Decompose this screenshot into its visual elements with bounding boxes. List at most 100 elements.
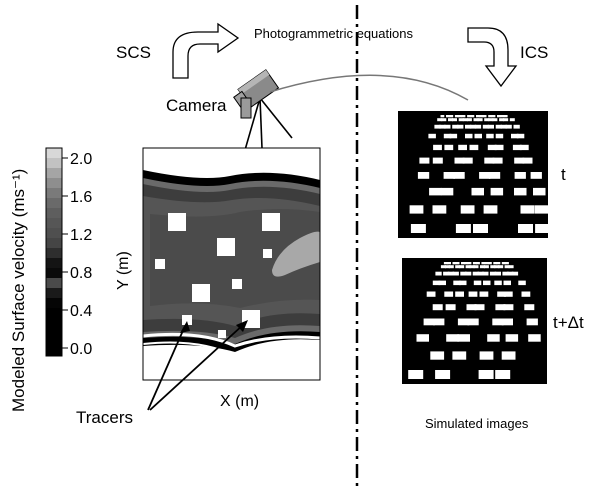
- simulated-tracer: [488, 118, 494, 122]
- simulated-tracer: [434, 124, 441, 129]
- simulated-tracer: [468, 291, 478, 297]
- simulated-tracer: [417, 172, 430, 179]
- simulated-tracer: [455, 291, 464, 297]
- simulated-tracer: [489, 271, 497, 276]
- simulated-tracer: [435, 370, 451, 379]
- simulated-tracer: [444, 265, 450, 269]
- simulated-tracer: [477, 271, 484, 276]
- simulated-tracer: [452, 118, 457, 122]
- simulated-tracer: [443, 172, 455, 179]
- simulated-tracer: [452, 262, 457, 265]
- simulated-tracer: [458, 115, 462, 118]
- simulated-tracer: [501, 318, 513, 326]
- simulated-tracer: [521, 291, 531, 297]
- simulated-tracer: [459, 280, 467, 286]
- simulated-tracer: [514, 157, 525, 164]
- colorbar: [45, 147, 68, 357]
- simulated-tracer: [494, 144, 504, 151]
- simulated-tracer: [453, 172, 465, 179]
- simulated-tracer: [518, 224, 533, 233]
- simulated-tracer: [477, 118, 483, 122]
- simulated-tracer: [473, 224, 488, 233]
- simulated-tracer: [479, 351, 494, 360]
- simulated-tracer: [518, 280, 526, 286]
- simulated-tracer: [408, 370, 424, 379]
- simulated-tracer: [503, 115, 508, 118]
- simulated-tracer: [484, 262, 489, 265]
- simulated-tracer: [443, 262, 448, 265]
- simulated-tracer: [495, 133, 504, 139]
- simulated-tracer: [416, 334, 429, 342]
- simulated-tracer: [524, 304, 535, 311]
- simulated-tracer: [455, 265, 461, 269]
- simulated-tracer: [428, 133, 436, 139]
- simulated-tracer: [501, 351, 516, 360]
- simulated-tracer: [488, 172, 501, 179]
- simulated-tracer: [496, 262, 501, 265]
- simulated-tracer: [455, 224, 471, 233]
- simulated-tracer: [465, 265, 471, 269]
- simulated-tracer: [469, 144, 479, 151]
- simulated-tracer: [501, 262, 506, 265]
- tracer-pointer-arrows: [147, 320, 248, 411]
- simulated-tracer: [469, 265, 475, 269]
- simulated-tracer: [499, 118, 505, 122]
- simulated-tracer: [432, 280, 441, 286]
- simulated-tracer: [443, 133, 452, 139]
- simulated-tracer: [458, 118, 464, 122]
- simulated-image-t: [398, 111, 551, 238]
- simulated-tracer: [483, 265, 489, 269]
- simulated-tracer: [493, 262, 498, 265]
- simulated-tracer: [494, 271, 501, 276]
- tracer-particle: [192, 284, 210, 302]
- simulated-tracer: [435, 271, 442, 276]
- simulated-tracer: [505, 124, 512, 129]
- simulated-tracer: [522, 157, 533, 164]
- simulated-tracer: [500, 115, 505, 118]
- simulated-tracer: [470, 115, 475, 118]
- simulated-tracer: [513, 124, 520, 129]
- simulated-tracer: [430, 351, 445, 360]
- simulated-tracer: [487, 124, 494, 129]
- simulated-tracer: [503, 280, 511, 286]
- time-t-label: t: [561, 165, 566, 184]
- simulated-tracer: [526, 318, 538, 326]
- simulated-tracer: [440, 265, 446, 269]
- simulated-tracer: [472, 262, 477, 265]
- simulated-image-t-dt: [402, 258, 547, 384]
- simulated-tracer: [502, 271, 509, 276]
- simulated-tracer: [448, 118, 453, 122]
- simulated-tracer: [460, 205, 475, 214]
- simulated-tracer: [466, 304, 477, 311]
- simulated-tracer: [444, 144, 454, 151]
- simulated-tracer: [449, 115, 454, 118]
- simulated-tracer: [461, 115, 466, 118]
- simulated-tracer: [429, 187, 442, 196]
- simulated-tracer: [438, 280, 446, 286]
- curved-arrow-icon: [467, 27, 518, 88]
- simulated-tracer: [453, 280, 461, 286]
- simulated-tracer: [455, 262, 460, 265]
- simulated-tracer: [492, 157, 503, 164]
- simulated-tracer: [448, 265, 454, 269]
- colorbar-tick-label: 1.2: [70, 227, 92, 244]
- simulated-tracer: [495, 124, 502, 129]
- simulated-tracer: [433, 144, 442, 151]
- simulated-tracer: [505, 334, 519, 342]
- simulated-tracer: [492, 318, 504, 326]
- simulated-tracer: [410, 224, 426, 233]
- simulated-tracer: [479, 115, 484, 118]
- simulated-tracer: [505, 262, 509, 265]
- scs-label: SCS: [116, 43, 151, 62]
- simulated-tracer: [497, 291, 506, 297]
- velocity-field-plot: [142, 147, 321, 381]
- simulated-tracer: [535, 224, 551, 233]
- simulated-tracer: [511, 271, 519, 276]
- simulated-tracer: [519, 144, 529, 151]
- simulated-tracer: [445, 304, 456, 311]
- simulated-tracer: [514, 187, 527, 196]
- simulated-tracer: [423, 318, 435, 326]
- simulated-tracer: [464, 262, 469, 265]
- simulated-tracer: [508, 265, 514, 269]
